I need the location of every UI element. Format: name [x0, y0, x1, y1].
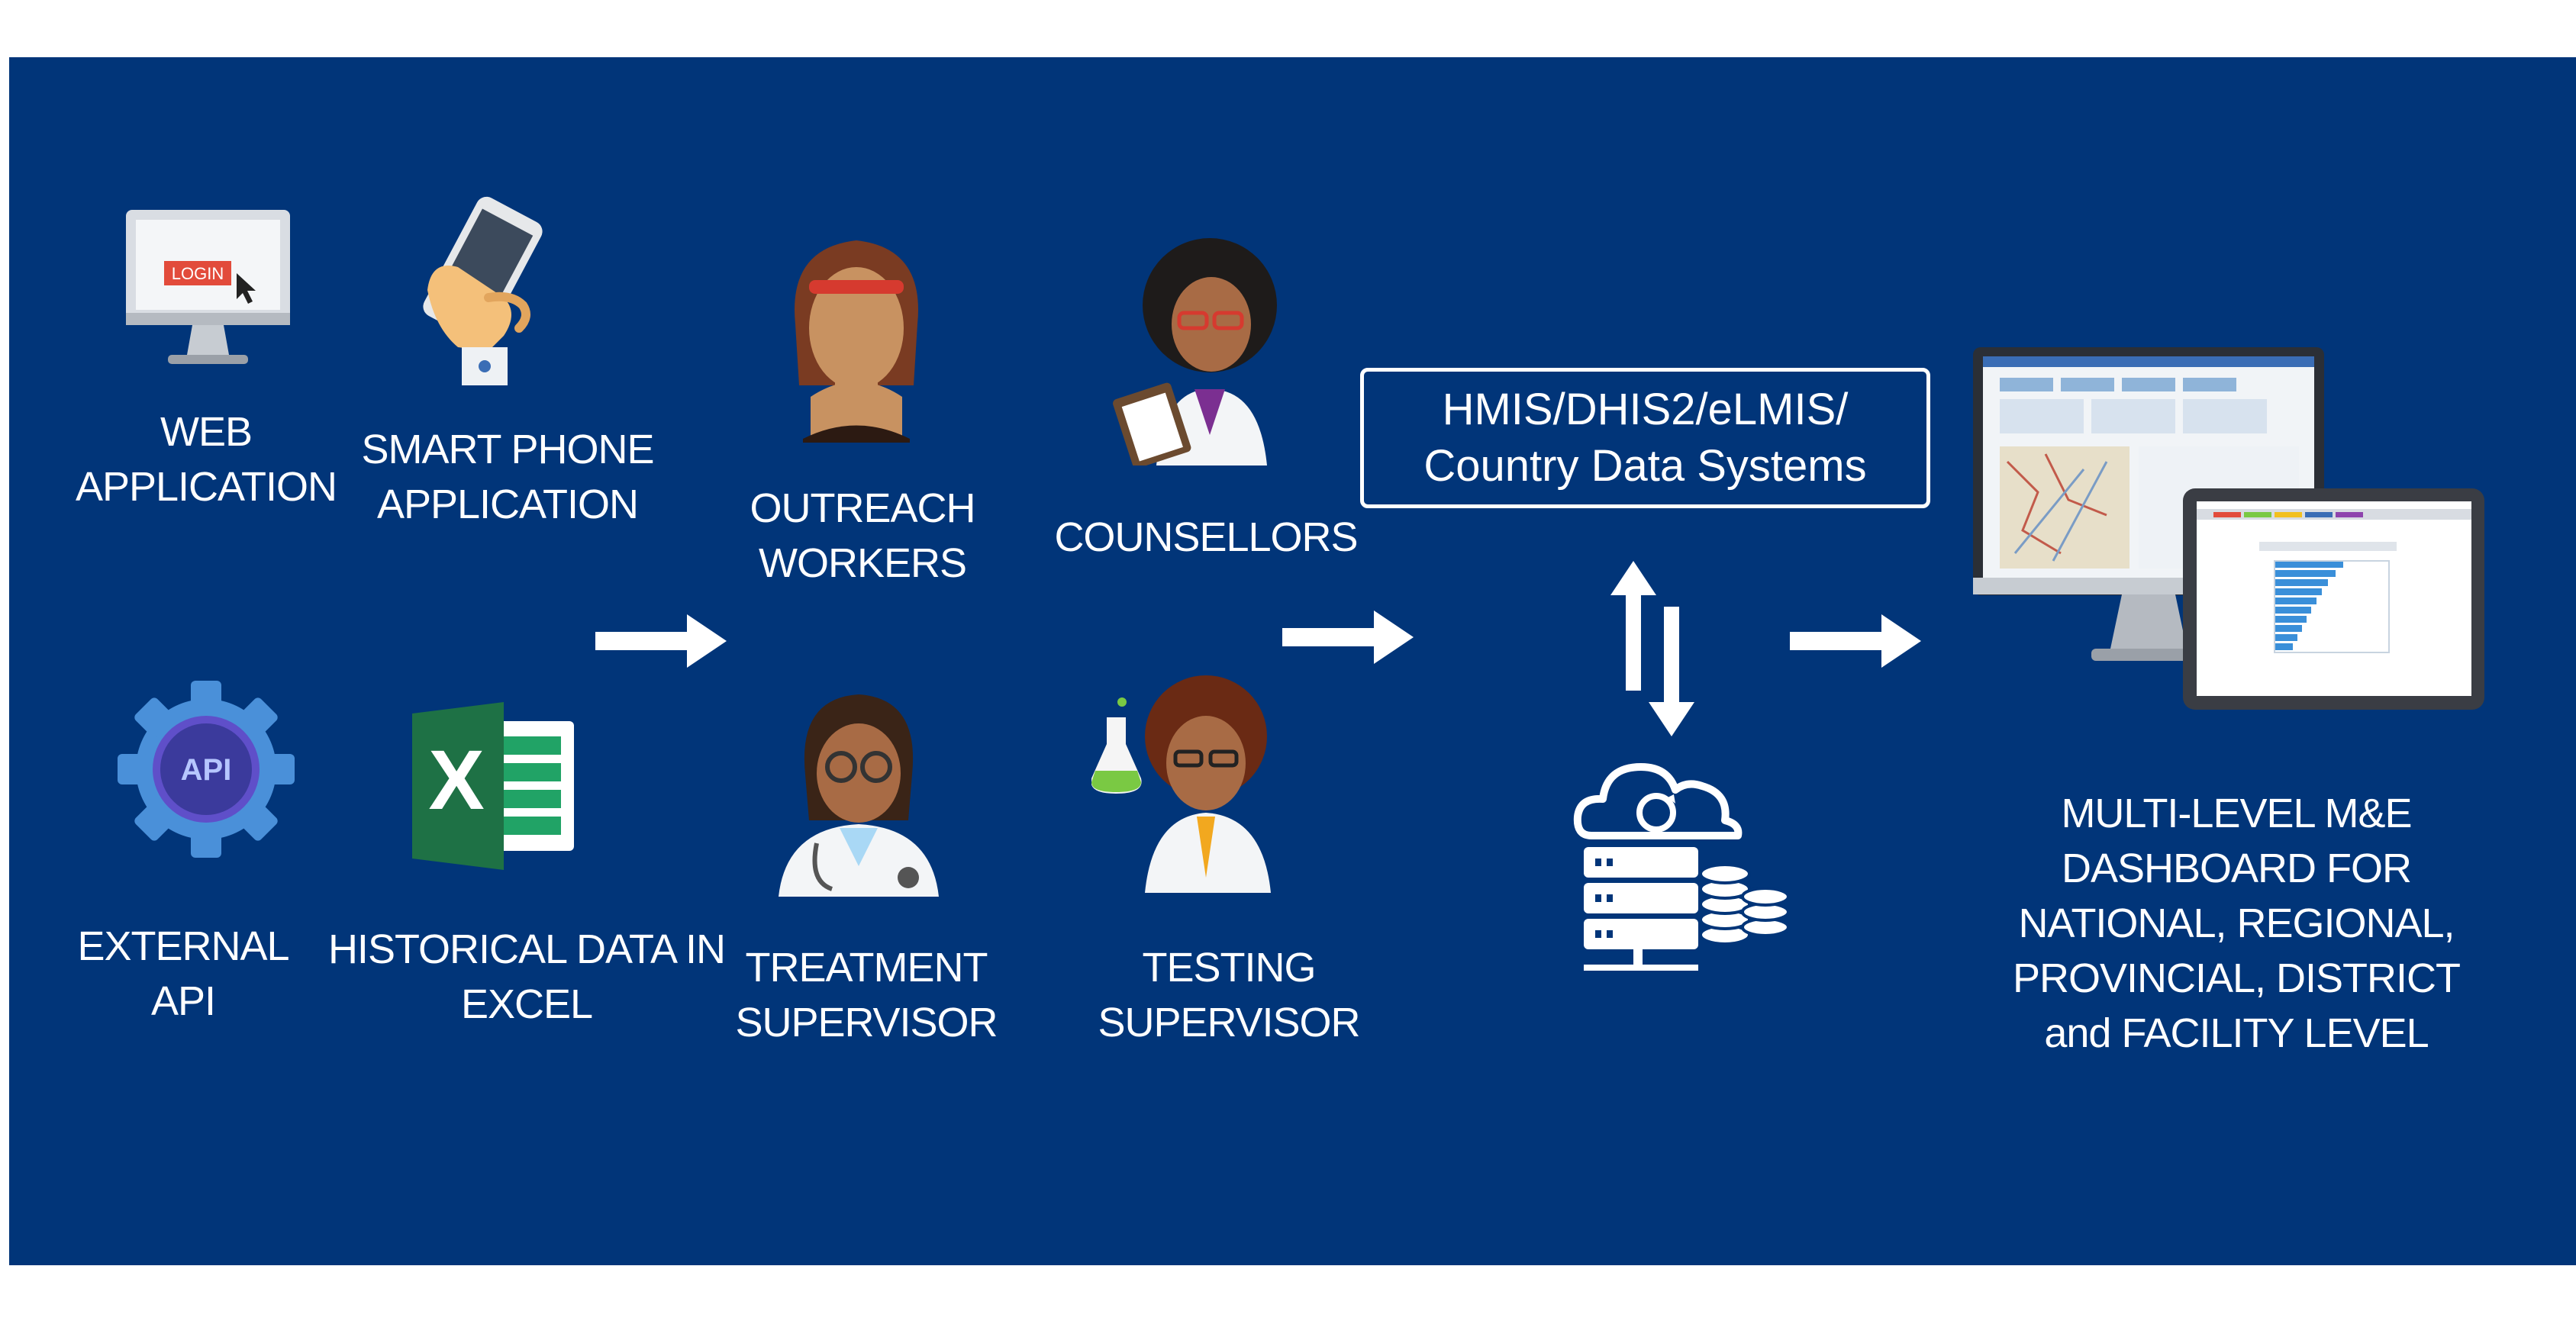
- counsellors-label: COUNSELLORS: [1054, 514, 1358, 560]
- arrow-right-icon: [1282, 607, 1416, 668]
- hand-phone-icon: [397, 183, 550, 393]
- sync-arrows-icon: [1607, 561, 1698, 736]
- monitor-login-icon: LOGIN: [122, 206, 294, 374]
- arrow-right-icon: [1790, 610, 1923, 672]
- api-gear-icon: API: [114, 678, 298, 861]
- outreach-worker-avatar: [780, 233, 933, 443]
- data-systems-box: HMIS/DHIS2/eLMIS/Country Data Systems: [1360, 368, 1930, 508]
- diagram-background: [9, 57, 2576, 1265]
- arrow-right-icon: [595, 610, 729, 672]
- cloud-database-icon: [1568, 752, 1797, 981]
- login-text: LOGIN: [172, 264, 224, 283]
- api-text: API: [181, 753, 232, 787]
- counsellor-avatar: [1111, 237, 1301, 465]
- excel-x-text: X: [428, 733, 484, 827]
- excel-icon: X: [405, 702, 580, 870]
- testing-supervisor-avatar: [1091, 672, 1290, 893]
- treatment-supervisor-avatar: [763, 683, 954, 897]
- dashboard-devices-icon: [1969, 340, 2488, 721]
